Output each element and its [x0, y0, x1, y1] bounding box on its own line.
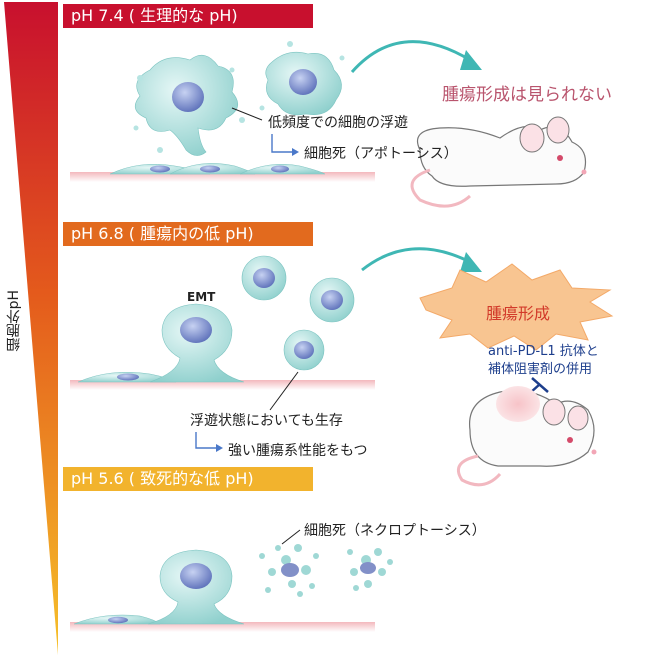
- label-float-low: 低頻度での細胞の浮遊: [268, 115, 408, 131]
- floating-cell-2: [309, 277, 355, 323]
- budding-cell-3: [147, 549, 245, 625]
- label-strong-tumor: 強い腫瘍系性能をもつ: [228, 443, 368, 459]
- banner-ph-7-4: pH 7.4 ( 生理的な pH): [63, 4, 313, 28]
- necroptotic-cell-2: [347, 548, 393, 591]
- label-combo-line2: 補体阻害剤の併用: [488, 362, 593, 377]
- mouse-2: [457, 386, 597, 487]
- label-no-tumor: 腫瘍形成は見られない: [442, 85, 612, 105]
- label-emt: EMT: [187, 290, 216, 304]
- surface-2: [70, 380, 375, 390]
- label-necroptosis: 細胞死（ネクロプトーシス）: [304, 523, 486, 539]
- necroptotic-cell-1: [259, 544, 319, 597]
- surface-1: [70, 172, 375, 182]
- ph-gradient-triangle: [4, 2, 58, 655]
- banner-ph-6-8: pH 6.8 ( 腫瘍内の低 pH): [63, 222, 313, 246]
- mouse-1: [410, 116, 587, 208]
- label-apoptosis: 細胞死（アポトーシス）: [304, 146, 458, 162]
- detaching-cell-2: [259, 41, 345, 116]
- detaching-cell-1: [133, 54, 245, 156]
- emt-cell: [149, 303, 245, 383]
- floating-cell-1: [241, 255, 287, 301]
- surface-3: [70, 622, 375, 632]
- floating-cell-3: [283, 329, 325, 371]
- banner-ph-5-6: pH 5.6 ( 致死的な低 pH): [63, 467, 313, 491]
- label-survive-float: 浮遊状態においても生存: [190, 413, 343, 429]
- tumor-burst: [419, 263, 614, 351]
- label-combo-line1: anti-PD-L1 抗体と: [488, 344, 599, 359]
- label-tumor: 腫瘍形成: [486, 304, 551, 323]
